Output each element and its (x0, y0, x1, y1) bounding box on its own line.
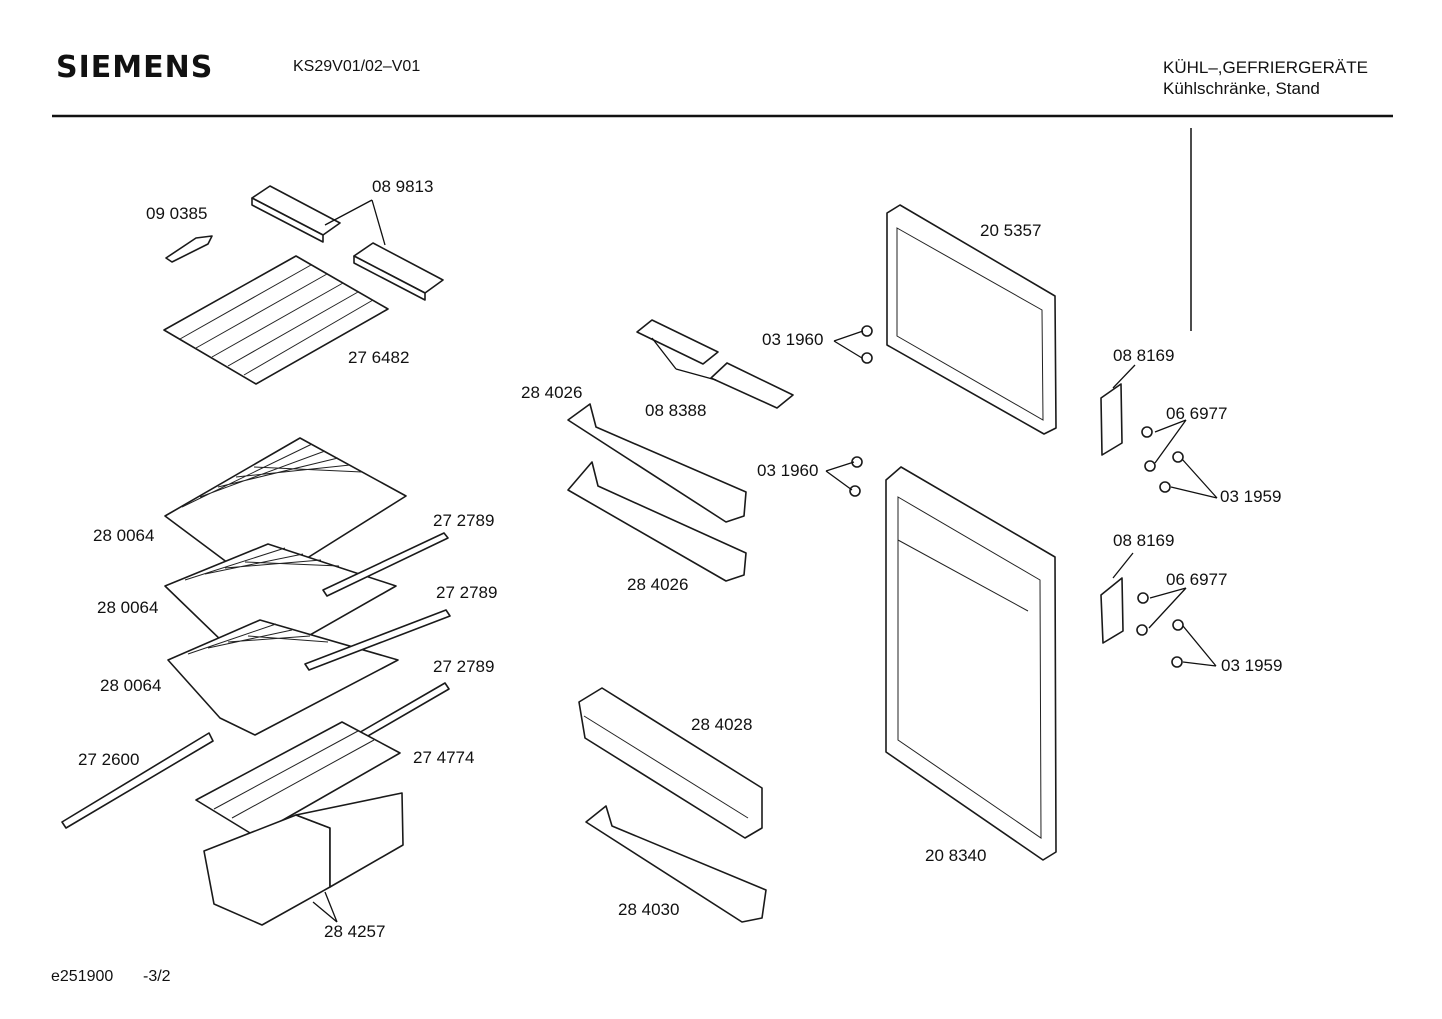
part-label: 09 0385 (146, 204, 208, 223)
part-label: 08 9813 (372, 177, 434, 196)
screws-upper (1141, 426, 1156, 472)
screws-lower (1136, 592, 1149, 636)
freezer-door (886, 204, 1057, 435)
drawing-id: e251900 (51, 968, 114, 985)
caps-upper (1159, 451, 1184, 493)
part-label: 28 0064 (93, 526, 155, 545)
part-label: 06 6977 (1166, 570, 1228, 589)
part-label: 03 1959 (1221, 656, 1283, 675)
hinge-pins-upper (861, 325, 873, 364)
part-label: 27 4774 (413, 748, 475, 767)
part-label: 28 4257 (324, 922, 386, 941)
brand-logo: SIEMENS (56, 50, 214, 85)
part-label: 20 5357 (980, 221, 1042, 240)
part-label: 28 4030 (618, 900, 680, 919)
part-label: 03 1960 (762, 330, 824, 349)
part-label: 27 2789 (433, 657, 495, 676)
shelf-trim-bar-2 (304, 609, 451, 671)
part-label: 08 8169 (1113, 531, 1175, 550)
door-bin-upper (567, 403, 747, 523)
part-label: 03 1960 (757, 461, 819, 480)
egg-tray-part-2 (710, 362, 794, 409)
refrigerator-shelf-3 (167, 619, 399, 736)
crisper-rail (61, 732, 214, 829)
caps-lower (1171, 619, 1184, 668)
bottle-rack (585, 805, 767, 923)
part-label: 27 2600 (78, 750, 140, 769)
part-label: 03 1959 (1220, 487, 1282, 506)
part-label: 28 4026 (521, 383, 583, 402)
refrigerator-shelf-2 (164, 543, 397, 661)
leader-lines (312, 199, 1218, 923)
part-label: 20 8340 (925, 846, 987, 865)
part-label: 27 6482 (348, 348, 410, 367)
crisper-cover (195, 721, 401, 837)
egg-tray-part-1 (636, 319, 719, 365)
part-label: 28 0064 (100, 676, 162, 695)
freezer-grid-shelf (163, 255, 389, 385)
part-label: 28 0064 (97, 598, 159, 617)
fridge-door (885, 466, 1057, 861)
door-bin-lower (567, 461, 747, 582)
category-subtitle: Kühlschränke, Stand (1163, 79, 1320, 98)
crisper-drawers (203, 792, 404, 926)
hinge-bracket-upper (1100, 383, 1123, 456)
ice-tray-part-1 (251, 185, 341, 243)
butter-compartment (578, 687, 763, 839)
refrigerator-shelf-1 (164, 437, 407, 583)
part-label: 06 6977 (1166, 404, 1228, 423)
category-title: KÜHL–,GEFRIERGERÄTE (1163, 58, 1368, 77)
ice-tray-part-2 (353, 242, 444, 301)
page-number: -3/2 (143, 968, 171, 985)
hinge-bracket-lower (1100, 577, 1124, 644)
part-label: 08 8169 (1113, 346, 1175, 365)
part-label: 28 4026 (627, 575, 689, 594)
part-label: 27 2789 (433, 511, 495, 530)
part-label: 28 4028 (691, 715, 753, 734)
part-label: 27 2789 (436, 583, 498, 602)
ice-scraper-part (165, 235, 213, 263)
part-label: 08 8388 (645, 401, 707, 420)
model-number: KS29V01/02–V01 (293, 58, 421, 75)
shelf-trim-bar-1 (322, 532, 449, 597)
